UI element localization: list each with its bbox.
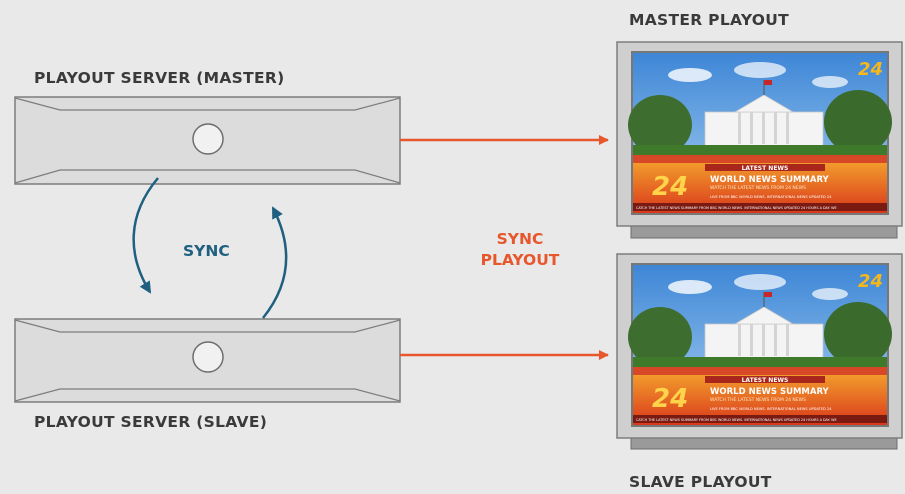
slave-monitor: LATEST NEWS WORLD NEWS SUMMARY WATCH THE… <box>616 253 903 450</box>
master-corner-logo: 24 <box>858 59 883 80</box>
master-ticker-title: LATEST NEWS <box>742 165 789 172</box>
slave-server-label: PLAYOUT SERVER (SLAVE) <box>34 413 268 431</box>
slave-server <box>14 318 401 403</box>
slave-headline: WORLD NEWS SUMMARY <box>710 387 830 397</box>
sync-arrow-down <box>132 177 159 294</box>
master-headline: WORLD NEWS SUMMARY <box>710 175 830 185</box>
master-crawl: CATCH THE LATEST NEWS SUMMARY FROM BBC W… <box>636 206 837 210</box>
master-server-label: PLAYOUT SERVER (MASTER) <box>34 69 285 87</box>
master-server-power-button <box>192 123 224 155</box>
slave-news-line: LIVE FROM BBC WORLD NEWS. INTERNATIONAL … <box>710 407 832 411</box>
sync-arrow-up <box>262 206 288 319</box>
slave-server-power-button <box>192 341 224 373</box>
sync-playout-label: SYNC PLAYOUT <box>470 229 570 271</box>
sync-label: SYNC <box>183 242 230 260</box>
slave-monitor-screen: LATEST NEWS WORLD NEWS SUMMARY WATCH THE… <box>628 265 892 425</box>
slave-playout-label: SLAVE PLAYOUT <box>629 473 772 491</box>
slave-subheadline: WATCH THE LATEST NEWS FROM 24 NEWS <box>710 397 806 403</box>
master-subheadline: WATCH THE LATEST NEWS FROM 24 NEWS <box>710 185 806 191</box>
master-monitor-screen: LATEST NEWS WORLD NEWS SUMMARY WATCH THE… <box>628 53 892 213</box>
master-lower-logo: 24 <box>652 172 688 202</box>
sync-playout-line1: SYNC <box>496 230 544 248</box>
master-playout-label: MASTER PLAYOUT <box>629 11 790 29</box>
master-server <box>14 96 401 185</box>
master-monitor: LATEST NEWS WORLD NEWS SUMMARY WATCH THE… <box>616 41 903 239</box>
slave-lower-logo: 24 <box>652 384 688 414</box>
sync-playout-line2: PLAYOUT <box>480 251 560 269</box>
master-news-line: LIVE FROM BBC WORLD NEWS. INTERNATIONAL … <box>710 195 832 199</box>
slave-crawl: CATCH THE LATEST NEWS SUMMARY FROM BBC W… <box>636 418 837 422</box>
slave-ticker-title: LATEST NEWS <box>742 377 789 384</box>
slave-corner-logo: 24 <box>858 271 883 292</box>
